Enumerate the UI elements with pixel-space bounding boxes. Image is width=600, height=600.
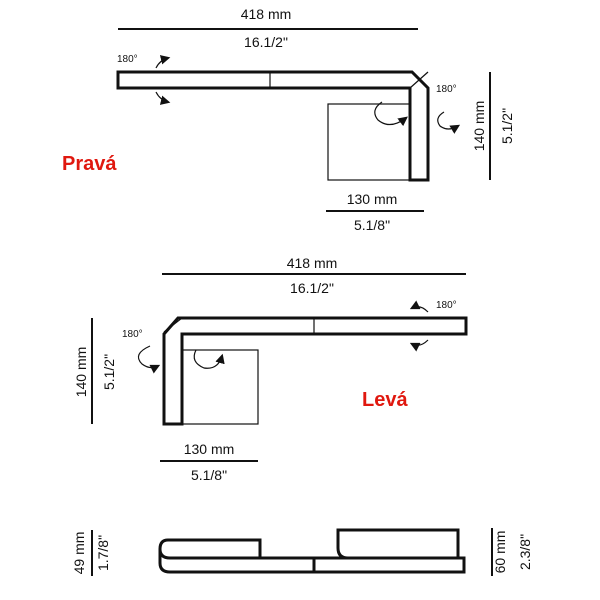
right-bar-outline [116, 70, 430, 182]
right-height-in: 5.1/2" [499, 108, 515, 144]
side-upper-block [158, 538, 262, 560]
left-box-outline [181, 349, 259, 425]
left-length-in: 16.1/2" [290, 280, 334, 296]
side-right-bar [312, 556, 466, 574]
right-bar-corner [409, 71, 429, 89]
left-bar-extension [313, 317, 467, 335]
left-width-mm: 130 mm [184, 441, 235, 457]
side-base-bar [158, 549, 316, 574]
side-right-in: 2.3/8" [517, 534, 533, 570]
right-box-outline [327, 103, 411, 181]
side-right-box [336, 528, 460, 560]
side-left-in: 1.7/8" [95, 535, 111, 571]
left-rotate-side-label: 180° [122, 329, 143, 340]
side-left-mm: 49 mm [71, 532, 87, 575]
left-height-mm: 140 mm [73, 347, 89, 398]
left-length-mm: 418 mm [287, 255, 338, 271]
right-variant: 418 mm 16.1/2" 180° 180° 140 mm 5.1/2" P… [62, 6, 515, 233]
left-label: Levá [362, 389, 408, 411]
right-rotate-top-label: 180° [117, 54, 138, 65]
right-length-in: 16.1/2" [244, 34, 288, 50]
right-rotate-down-arrow [155, 91, 171, 105]
left-rotate-up-arrow [409, 300, 429, 313]
right-rotate-side-label: 180° [436, 84, 457, 95]
right-rotate-up-arrow [155, 55, 171, 69]
right-length-mm: 418 mm [241, 6, 292, 22]
side-right-mm: 60 mm [492, 531, 508, 574]
right-width-in: 5.1/8" [354, 217, 390, 233]
left-rotate-box-arrow [193, 349, 225, 369]
right-width-mm: 130 mm [347, 191, 398, 207]
left-height-in: 5.1/2" [101, 354, 117, 390]
right-height-mm: 140 mm [471, 101, 487, 152]
left-rotate-side-arrow [137, 345, 161, 374]
left-variant: 418 mm 16.1/2" 180° 180° 140 mm 5.1/2" L… [73, 255, 468, 483]
left-rotate-down-arrow [409, 339, 429, 352]
left-rotate-top-label: 180° [436, 300, 457, 311]
right-rotate-side-arrow [437, 111, 461, 134]
side-view: 49 mm 1.7/8" 60 mm 2.3/8" [71, 528, 533, 576]
left-bar-corner [163, 317, 183, 333]
right-label: Pravá [62, 153, 117, 175]
left-width-in: 5.1/8" [191, 467, 227, 483]
right-rotate-box-arrow [374, 101, 408, 127]
